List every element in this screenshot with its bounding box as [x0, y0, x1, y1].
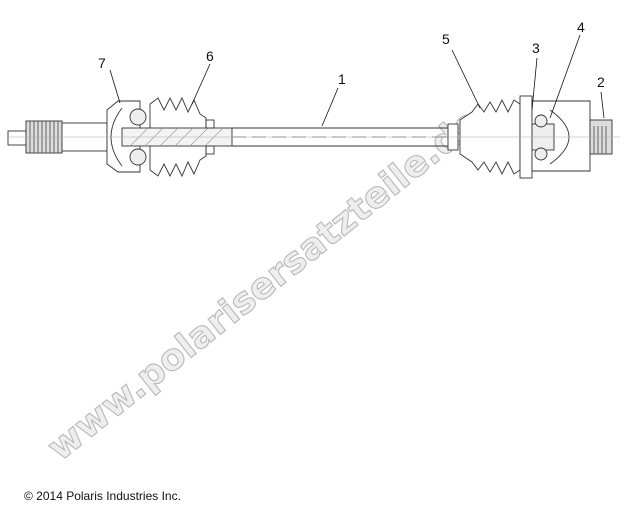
copyright-notice: © 2014 Polaris Industries Inc.: [24, 489, 181, 503]
callout-4: 4: [577, 19, 585, 35]
callout-3: 3: [532, 40, 540, 56]
leader-lines: [109, 34, 605, 127]
callout-7: 7: [98, 55, 106, 71]
callout-6: 6: [206, 48, 214, 64]
callout-1: 1: [338, 71, 346, 87]
axle-assembly: [7, 95, 620, 179]
callout-2: 2: [597, 74, 605, 90]
callout-5: 5: [442, 31, 450, 47]
